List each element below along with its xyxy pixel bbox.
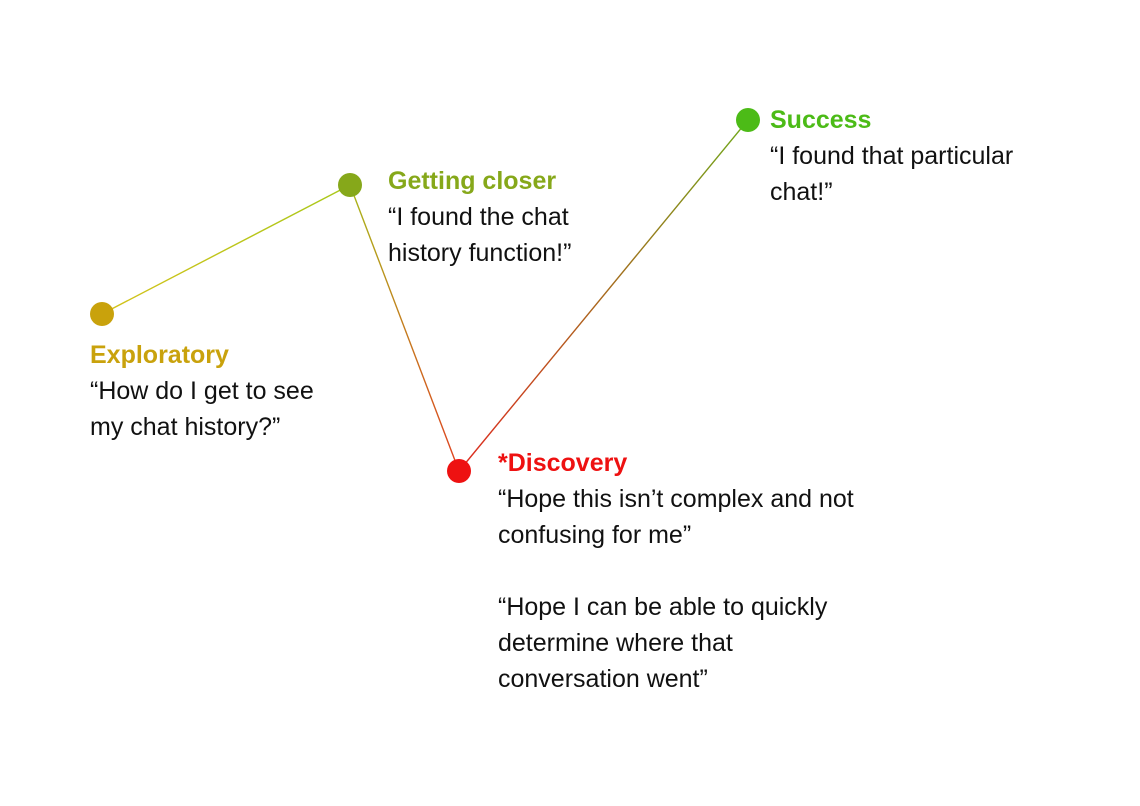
stage-discovery: *Discovery “Hope this isn’t complex and … [498, 445, 854, 697]
stage-quote-discovery-2: “Hope I can be able to quickly determine… [498, 593, 828, 693]
getting-closer-dot [338, 173, 362, 197]
line-getting-closer-to-discovery [349, 184, 460, 472]
stage-title-discovery: *Discovery [498, 449, 628, 477]
stage-quote-discovery-1: “Hope this isn’t complex and not confusi… [498, 485, 854, 549]
stage-quote-getting-closer: “I found the chat history function!” [388, 203, 572, 267]
line-discovery-to-success [458, 119, 749, 472]
stage-getting-closer: Getting closer “I found the chat history… [388, 163, 571, 271]
stage-exploratory: Exploratory “How do I get to see my chat… [90, 337, 314, 445]
success-dot [736, 108, 760, 132]
exploratory-dot [90, 302, 114, 326]
stage-title-getting-closer: Getting closer [388, 167, 557, 195]
line-exploratory-to-getting-closer [101, 184, 351, 315]
quote-spacer [498, 553, 854, 589]
stage-success: Success “I found that particular chat!” [770, 102, 1013, 210]
stage-title-exploratory: Exploratory [90, 341, 229, 369]
stage-quote-exploratory: “How do I get to see my chat history?” [90, 377, 314, 441]
stage-title-success: Success [770, 106, 872, 134]
discovery-dot [447, 459, 471, 483]
stage-quote-success: “I found that particular chat!” [770, 142, 1014, 206]
